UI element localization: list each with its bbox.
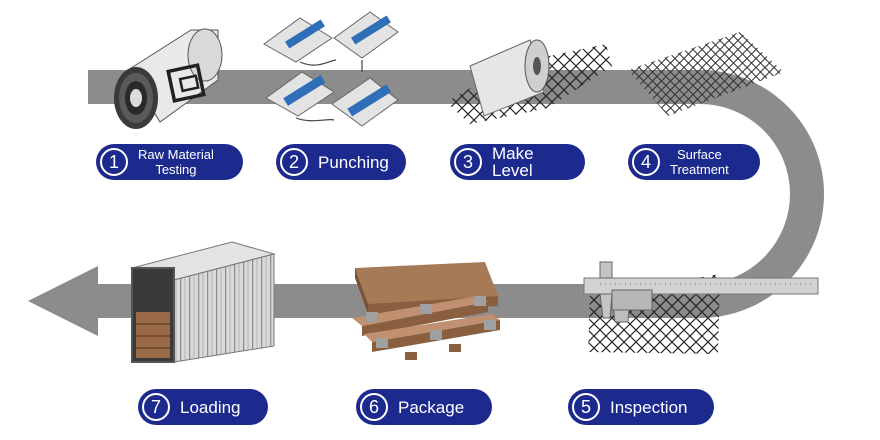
step-label: Make Level [492, 144, 534, 180]
step-make-level: 3 Make Level [450, 144, 585, 180]
step-number-badge: 1 [100, 148, 128, 176]
punching-machine-icon [263, 11, 399, 127]
process-arrowhead [28, 266, 98, 336]
step-punching: 2 Punching [276, 144, 406, 180]
wooden-pallet-icon [352, 262, 500, 360]
raw-material-coil-icon [114, 28, 223, 129]
step-inspection: 5 Inspection [568, 389, 714, 425]
mesh-roll-icon [446, 39, 612, 124]
step-number-badge: 6 [360, 393, 388, 421]
step-number-badge: 5 [572, 393, 600, 421]
step-label: Punching [318, 152, 389, 172]
mesh-sheet-icon [628, 32, 784, 116]
shipping-container-icon [130, 241, 276, 363]
step-package: 6 Package [356, 389, 492, 425]
step-number-badge: 7 [142, 393, 170, 421]
step-number-badge: 2 [280, 148, 308, 176]
step-label: Package [398, 397, 465, 417]
step-number-badge: 4 [632, 148, 660, 176]
step-number-badge: 3 [454, 148, 482, 176]
caliper-mesh-icon [583, 261, 819, 354]
step-loading: 7 Loading [138, 389, 268, 425]
step-label: Inspection [610, 397, 688, 417]
step-label: Loading [180, 397, 241, 417]
